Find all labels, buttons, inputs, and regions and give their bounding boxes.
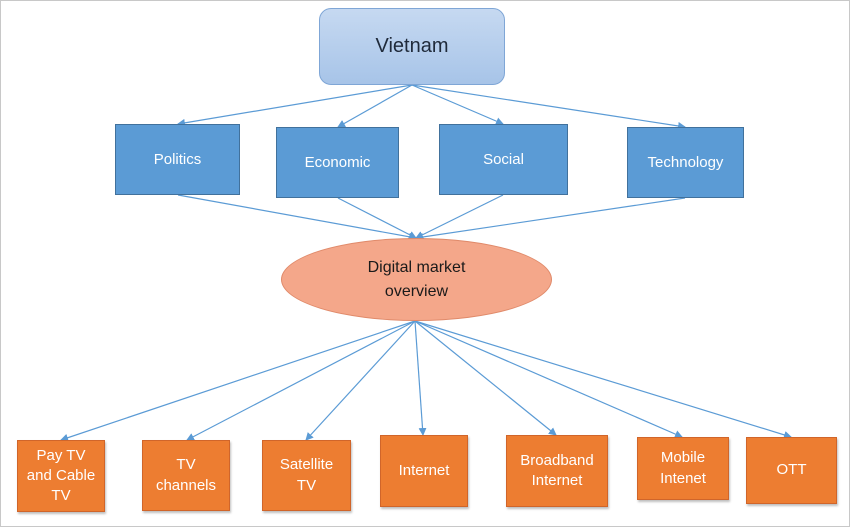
- arrow-overview-to-tvchannels: [186, 320, 416, 441]
- arrow-economic-to-overview: [337, 197, 417, 239]
- node-vietnam-label: Vietnam: [375, 35, 449, 57]
- node-overview-label: Digital market overview: [367, 259, 466, 300]
- arrow-overview-to-mobile: [414, 320, 683, 438]
- node-internet: Internet: [380, 435, 468, 507]
- node-tv-channels: TV channels: [142, 440, 230, 511]
- node-mobile-internet: Mobile Intenet: [637, 437, 729, 500]
- node-tv-channels-label: TV channels: [155, 456, 217, 494]
- node-economic: Economic: [276, 127, 399, 198]
- node-satellite-label: Satellite TV: [279, 456, 334, 494]
- arrow-overview-to-satellite: [305, 320, 416, 441]
- node-digital-market-overview: Digital market overview: [281, 238, 552, 321]
- node-technology: Technology: [627, 127, 744, 198]
- arrow-vietnam-to-social: [411, 84, 504, 125]
- node-pay-tv-label: Pay TV and Cable TV: [26, 446, 96, 505]
- node-vietnam: Vietnam: [319, 8, 505, 85]
- node-satellite-tv: Satellite TV: [262, 440, 351, 511]
- arrow-overview-to-internet: [414, 320, 427, 436]
- node-politics-label: Politics: [153, 151, 202, 168]
- node-politics: Politics: [115, 124, 240, 195]
- node-social-label: Social: [483, 151, 524, 168]
- arrow-overview-to-paytv: [60, 320, 416, 442]
- arrow-vietnam-to-economic: [337, 84, 413, 128]
- arrow-social-to-overview: [415, 194, 504, 239]
- node-economic-label: Economic: [304, 154, 371, 171]
- arrow-vietnam-to-politics: [177, 84, 413, 127]
- node-pay-tv-cable: Pay TV and Cable TV: [17, 440, 105, 512]
- node-social: Social: [439, 124, 568, 195]
- arrow-vietnam-to-technology: [411, 84, 686, 130]
- arrow-politics-to-overview: [177, 194, 417, 241]
- arrow-overview-to-ott: [414, 320, 792, 439]
- node-mobile-label: Mobile Intenet: [660, 449, 706, 487]
- node-ott-label: OTT: [776, 461, 807, 479]
- arrow-overview-to-broadband: [414, 320, 557, 436]
- node-broadband-internet: Broadband Internet: [506, 435, 608, 507]
- arrow-technology-to-overview: [415, 197, 686, 241]
- node-internet-label: Internet: [398, 461, 450, 479]
- node-technology-label: Technology: [647, 154, 724, 171]
- node-broadband-label: Broadband Internet: [520, 451, 594, 489]
- node-ott: OTT: [746, 437, 837, 504]
